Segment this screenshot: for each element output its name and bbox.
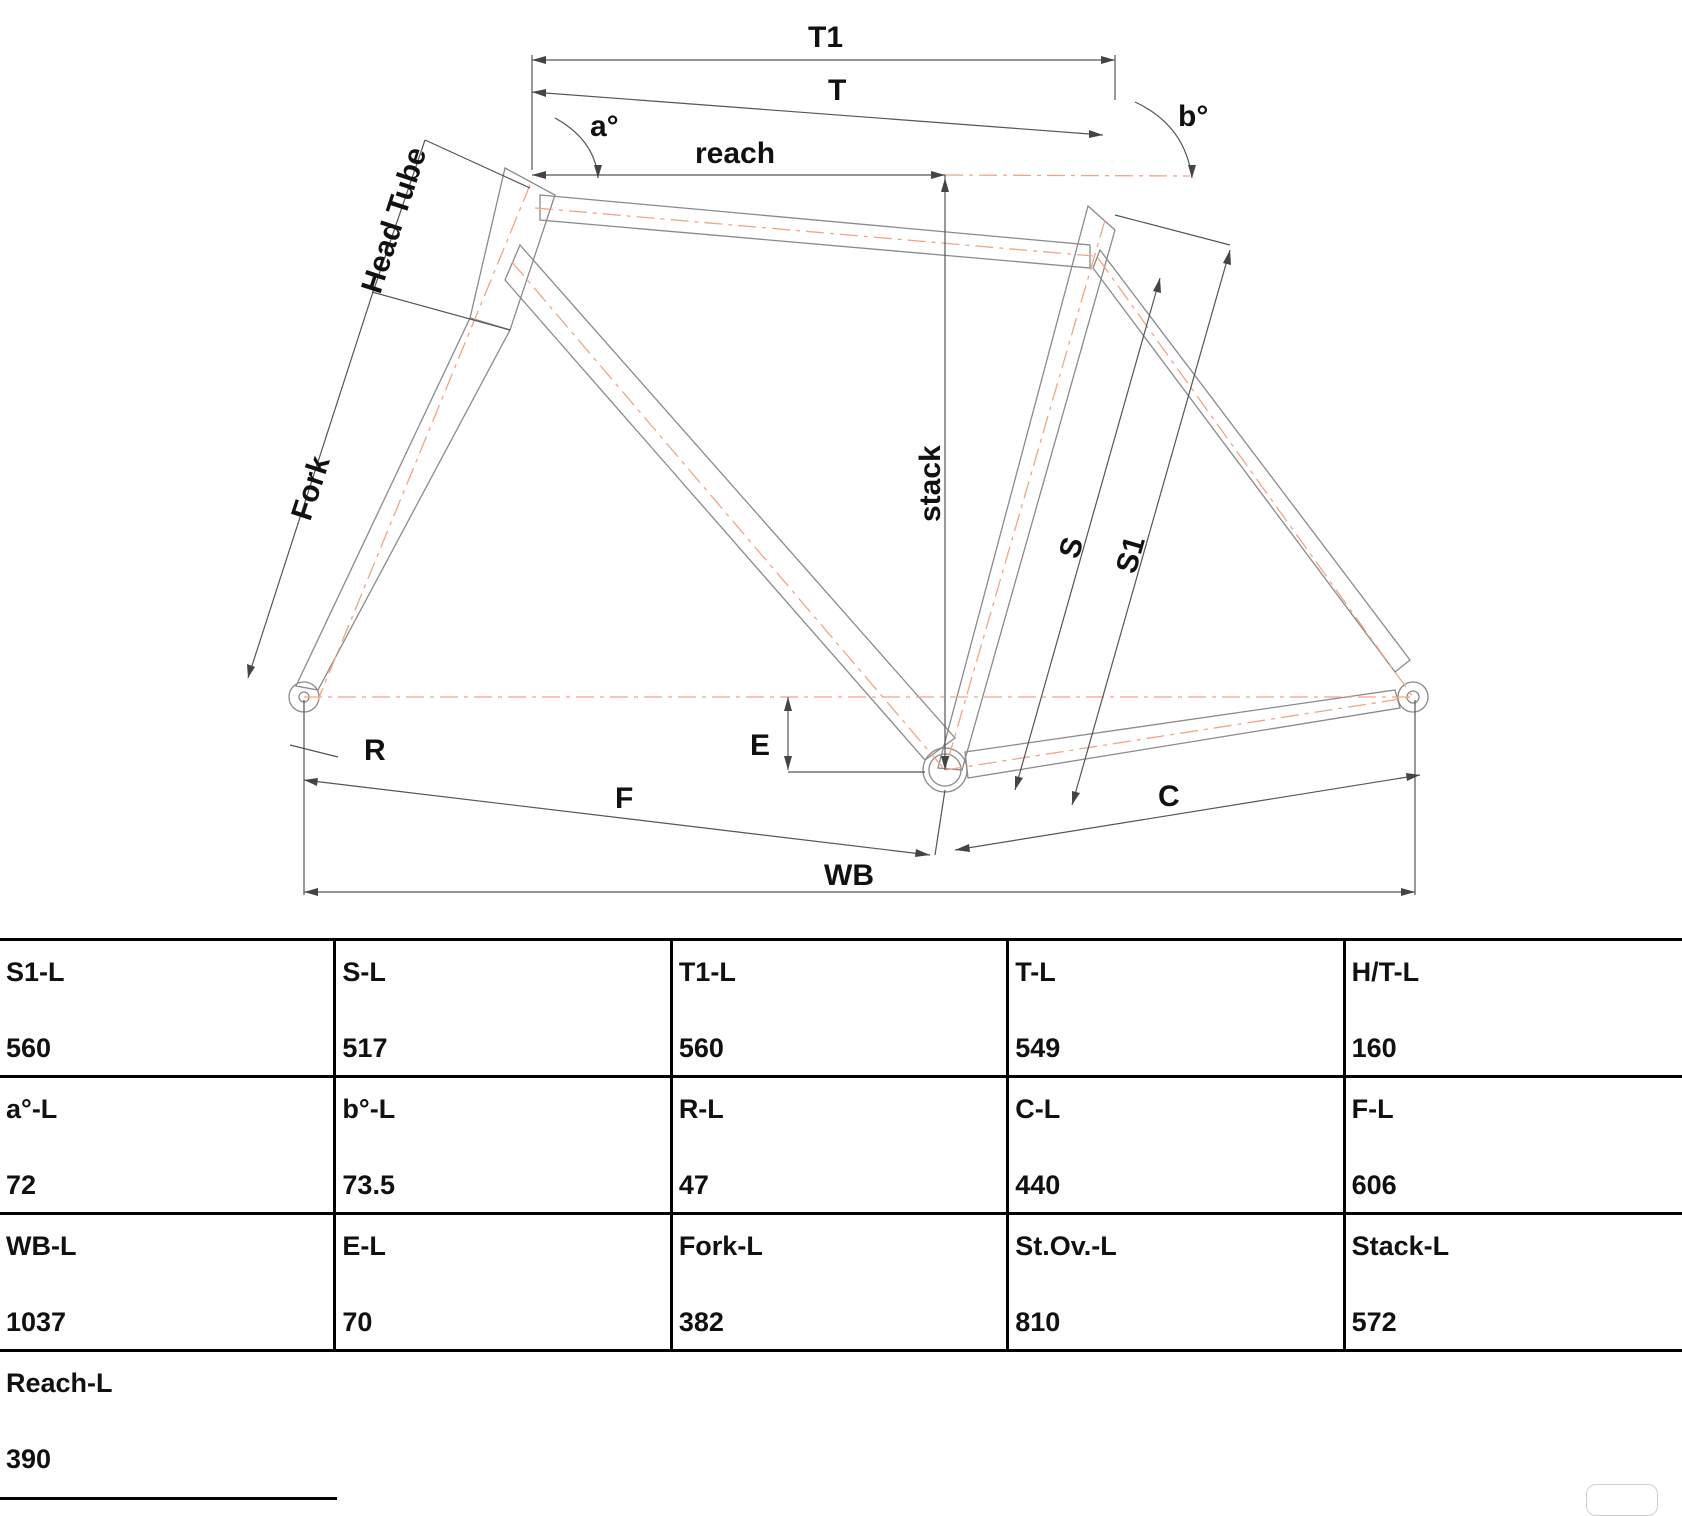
- geometry-cell: Stack-L 572: [1346, 1215, 1682, 1349]
- c-dimension: [954, 774, 1421, 851]
- geometry-value: 517: [342, 1033, 388, 1063]
- top-tube: [539, 194, 1091, 269]
- geometry-cell: S-L 517: [336, 941, 673, 1075]
- geometry-row: S1-L 560 S-L 517 T1-L 560 T-L 549 H/T-L 160: [0, 938, 1682, 1078]
- geometry-cell: St.Ov.-L 810: [1009, 1215, 1346, 1349]
- geometry-value: 390: [6, 1444, 52, 1474]
- label-t: T: [828, 74, 846, 107]
- geometry-value: 47: [678, 1170, 709, 1200]
- s-dimension: [1014, 277, 1161, 791]
- head-tube-dimension: [371, 139, 426, 296]
- label-f: F: [615, 782, 633, 815]
- geometry-value: 549: [1015, 1033, 1061, 1063]
- geometry-label: F-L: [1351, 1094, 1394, 1124]
- geometry-table: S1-L 560 S-L 517 T1-L 560 T-L 549 H/T-L 160 a°-L 72…: [0, 938, 1682, 1502]
- geometry-cell: E-L 70: [336, 1215, 673, 1349]
- geometry-cell: F-L 606: [1346, 1078, 1682, 1212]
- geometry-cell: S1-L 560: [0, 941, 337, 1075]
- geometry-value: 73.5: [342, 1170, 395, 1200]
- seat-stay: [1092, 248, 1411, 673]
- geometry-label: H/T-L: [1351, 957, 1420, 987]
- r-dimension: [289, 744, 339, 758]
- geometry-value: 1037: [6, 1307, 67, 1337]
- geometry-cell: a°-L 72: [0, 1078, 337, 1212]
- fork-dimension: [247, 294, 373, 679]
- geometry-cell: T1-L 560: [673, 941, 1010, 1075]
- geometry-label: St.Ov.-L: [1015, 1231, 1117, 1261]
- geometry-row: Reach-L 390: [0, 1352, 1682, 1502]
- seat-tube: [937, 204, 1116, 771]
- label-stack: stack: [914, 445, 947, 522]
- geometry-label: S1-L: [6, 957, 65, 987]
- geometry-cell: R-L 47: [673, 1078, 1010, 1212]
- geometry-cell: T-L 549: [1009, 941, 1346, 1075]
- geometry-label: Stack-L: [1351, 1231, 1450, 1261]
- geometry-value: 70: [342, 1307, 373, 1337]
- label-head-tube: Head Tube: [355, 143, 433, 297]
- geometry-row: WB-L 1037 E-L 70 Fork-L 382 St.Ov.-L 810 Stack-L…: [0, 1215, 1682, 1352]
- chain-stay: [964, 689, 1401, 779]
- geometry-cell: H/T-L 160: [1346, 941, 1682, 1075]
- geometry-label: S-L: [342, 957, 386, 987]
- label-c: C: [1158, 780, 1180, 813]
- geometry-label: T1-L: [678, 957, 736, 987]
- geometry-cell: b°-L 73.5: [336, 1078, 673, 1212]
- geometry-label: T-L: [1015, 957, 1056, 987]
- label-r: R: [364, 734, 386, 767]
- geometry-label: E-L: [342, 1231, 386, 1261]
- geometry-label: WB-L: [6, 1231, 77, 1261]
- s1-dimension: [1071, 249, 1231, 806]
- f-dimension: [303, 779, 931, 856]
- label-fork: Fork: [285, 452, 337, 524]
- geometry-label: Fork-L: [678, 1231, 763, 1261]
- label-wb: WB: [824, 859, 874, 892]
- geometry-label: b°-L: [342, 1094, 396, 1124]
- geometry-cell: Reach-L 390: [0, 1352, 338, 1500]
- geometry-label: Reach-L: [6, 1368, 113, 1398]
- label-reach: reach: [695, 137, 775, 170]
- geometry-cell: Fork-L 382: [673, 1215, 1010, 1349]
- label-e: E: [750, 729, 770, 762]
- geometry-cell: WB-L 1037: [0, 1215, 337, 1349]
- geometry-value: 572: [1351, 1307, 1397, 1337]
- t-dimension: [531, 91, 1104, 136]
- dimension-lines: [247, 55, 1421, 896]
- geometry-value: 440: [1015, 1170, 1061, 1200]
- label-t1: T1: [808, 21, 843, 54]
- head-tube: [469, 167, 556, 331]
- frame-geometry-diagram: T1 T a° b° reach Head Tube Fork stack S …: [247, 21, 1429, 896]
- centerlines: [304, 174, 1414, 771]
- label-b-angle: b°: [1178, 100, 1208, 133]
- geometry-value: 606: [1351, 1170, 1397, 1200]
- geometry-value: 382: [678, 1307, 724, 1337]
- geometry-cell: C-L 440: [1009, 1078, 1346, 1212]
- geometry-value: 810: [1015, 1307, 1061, 1337]
- geometry-label: C-L: [1015, 1094, 1061, 1124]
- label-a-angle: a°: [590, 110, 619, 143]
- geometry-label: a°-L: [6, 1094, 58, 1124]
- down-tube: [504, 243, 956, 761]
- geometry-label: R-L: [678, 1094, 724, 1124]
- corner-button[interactable]: [1586, 1484, 1658, 1516]
- geometry-value: 72: [6, 1170, 37, 1200]
- geometry-value: 560: [6, 1033, 52, 1063]
- fork: [295, 317, 511, 691]
- label-s: S: [1053, 534, 1090, 562]
- geometry-row: a°-L 72 b°-L 73.5 R-L 47 C-L 440 F-L 606: [0, 1078, 1682, 1215]
- label-s1: S1: [1110, 533, 1152, 577]
- geometry-value: 560: [678, 1033, 724, 1063]
- geometry-value: 160: [1351, 1033, 1397, 1063]
